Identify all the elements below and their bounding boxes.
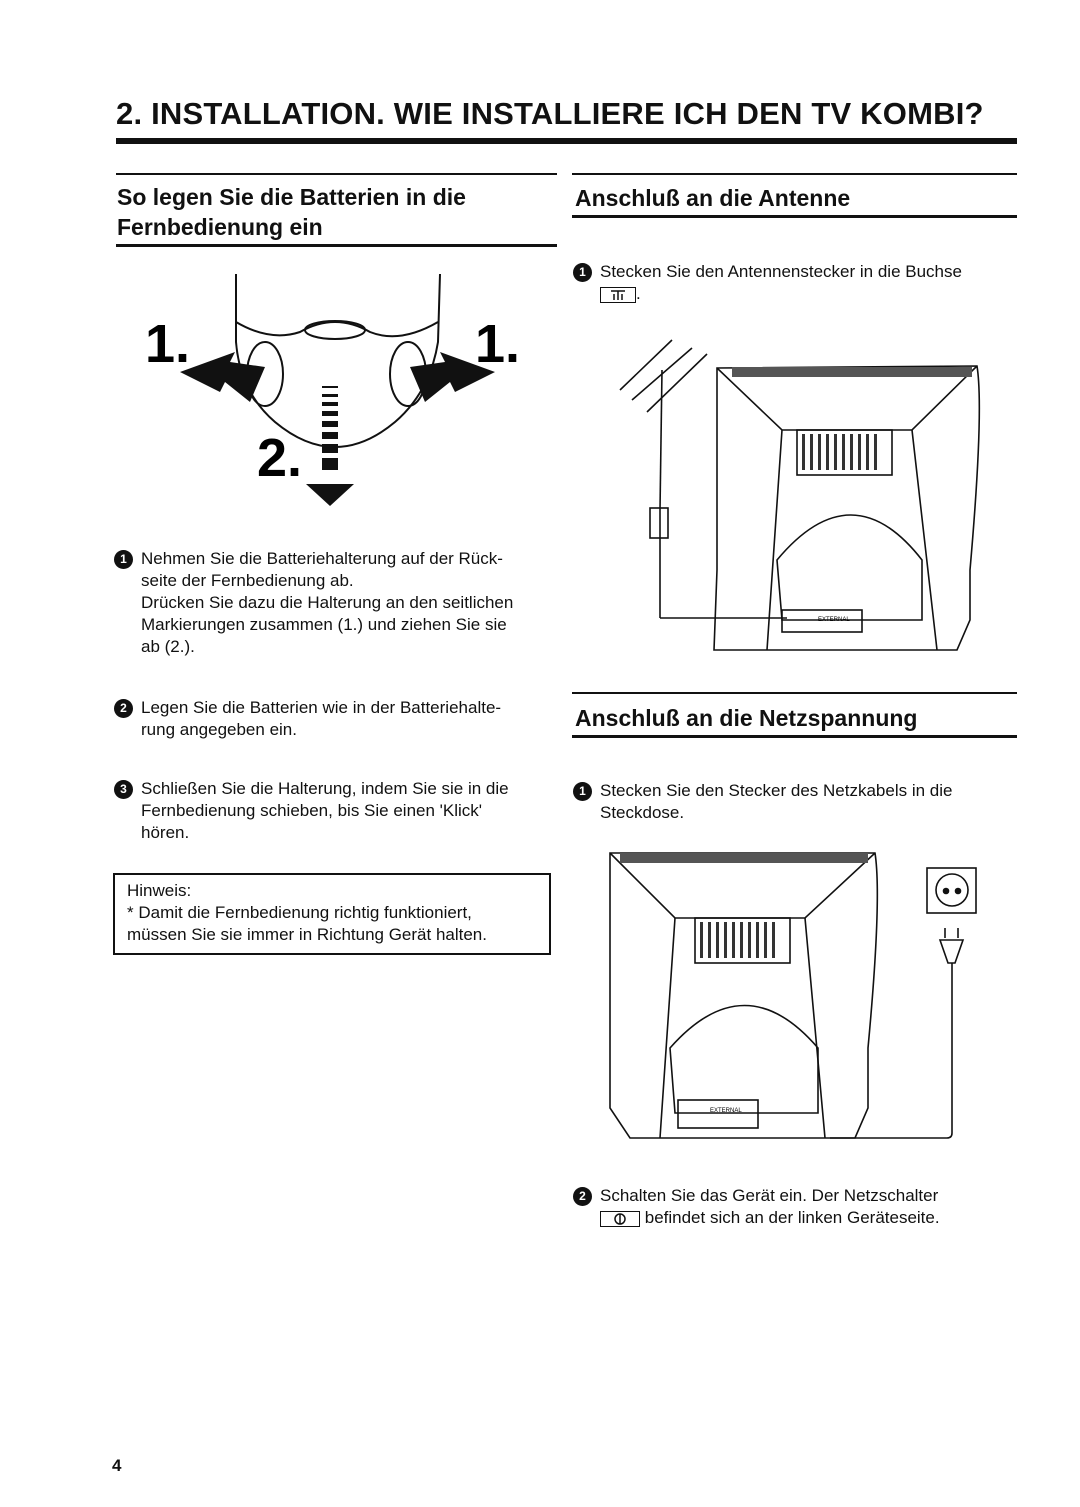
page-number: 4 (112, 1456, 122, 1475)
batteries-title-line1: So legen Sie die Batterien in die (117, 184, 466, 210)
power-step-1-line: Stecken Sie den Stecker des Netzkabels i… (600, 781, 953, 800)
power-switch-icon (600, 1210, 640, 1227)
antenna-step-1: 1 Stecken Sie den Antennenstecker in die… (573, 261, 1018, 305)
power-step-1-line: Steckdose. (600, 803, 685, 822)
battery-step-3: 3 Schließen Sie die Halterung, indem Sie… (114, 778, 559, 844)
battery-step-1-line: seite der Fernbedienung ab. (141, 571, 354, 590)
battery-step-3-line: Schließen Sie die Halterung, indem Sie s… (141, 779, 509, 798)
batteries-title-line2: Fernbedienung ein (117, 214, 323, 240)
title-rule (116, 138, 1017, 144)
antenna-step-1-line: Stecken Sie den Antennenstecker in die B… (600, 262, 962, 281)
fig-label-down: 2. (257, 428, 302, 488)
step-number-badge: 1 (573, 782, 592, 801)
antenna-step-1-suffix: . (636, 284, 641, 303)
battery-step-2-line: rung angegeben ein. (141, 720, 297, 739)
step-number-badge: 3 (114, 780, 133, 799)
power-bottom-rule (572, 735, 1017, 738)
power-step-2-line: befindet sich an der linken Geräteseite. (644, 1208, 940, 1227)
battery-step-3-line: hören. (141, 823, 190, 842)
note-box: Hinweis: * Damit die Fernbedienung richt… (113, 873, 551, 955)
antenna-top-rule (572, 173, 1017, 175)
battery-step-2-line: Legen Sie die Batterien wie in der Batte… (141, 698, 502, 717)
power-step-2: 2 Schalten Sie das Gerät ein. Der Netzsc… (573, 1185, 1018, 1229)
note-heading: Hinweis: (127, 881, 192, 900)
batteries-top-rule (116, 173, 557, 175)
note-line: * Damit die Fernbedienung richtig funkti… (127, 903, 472, 922)
tv-port-label: EXTERNAL (818, 617, 850, 623)
note-line: müssen Sie sie immer in Richtung Gerät h… (127, 925, 487, 944)
step-number-badge: 1 (114, 550, 133, 569)
antenna-socket-icon (600, 286, 636, 303)
step-number-badge: 1 (573, 263, 592, 282)
tv-port-label: EXTERNAL (710, 1108, 742, 1114)
batteries-bottom-rule (116, 244, 557, 247)
fig-label-left: 1. (145, 314, 190, 374)
battery-step-1-line: Markierungen zusammen (1.) und ziehen Si… (141, 615, 507, 634)
battery-step-2: 2 Legen Sie die Batterien wie in der Bat… (114, 697, 559, 741)
step-number-badge: 2 (114, 699, 133, 718)
fig-label-right: 1. (475, 314, 520, 374)
battery-step-1: 1 Nehmen Sie die Batteriehalterung auf d… (114, 548, 559, 658)
remote-battery-illustration: 1. 1. 2. (145, 273, 520, 506)
battery-step-3-line: Fernbedienung schieben, bis Sie einen 'K… (141, 801, 483, 820)
battery-step-1-line: ab (2.). (141, 637, 195, 656)
power-step-2-line: Schalten Sie das Gerät ein. Der Netzscha… (600, 1186, 939, 1205)
antenna-bottom-rule (572, 215, 1017, 218)
battery-step-1-line: Drücken Sie dazu die Halterung an den se… (141, 593, 514, 612)
antenna-section-title: Anschluß an die Antenne (575, 185, 851, 211)
step-number-badge: 2 (573, 1187, 592, 1206)
battery-step-1-line: Nehmen Sie die Batteriehalterung auf der… (141, 549, 503, 568)
tv-power-illustration: EXTERNAL (609, 852, 977, 1139)
power-top-rule (572, 692, 1017, 694)
page-title: 2. INSTALLATION. WIE INSTALLIERE ICH DEN… (116, 96, 984, 131)
tv-antenna-illustration: EXTERNAL (619, 339, 981, 651)
batteries-section-title: So legen Sie die Batterien in die Fernbe… (117, 182, 557, 242)
power-step-1: 1 Stecken Sie den Stecker des Netzkabels… (573, 780, 1018, 824)
power-section-title: Anschluß an die Netzspannung (575, 705, 918, 731)
